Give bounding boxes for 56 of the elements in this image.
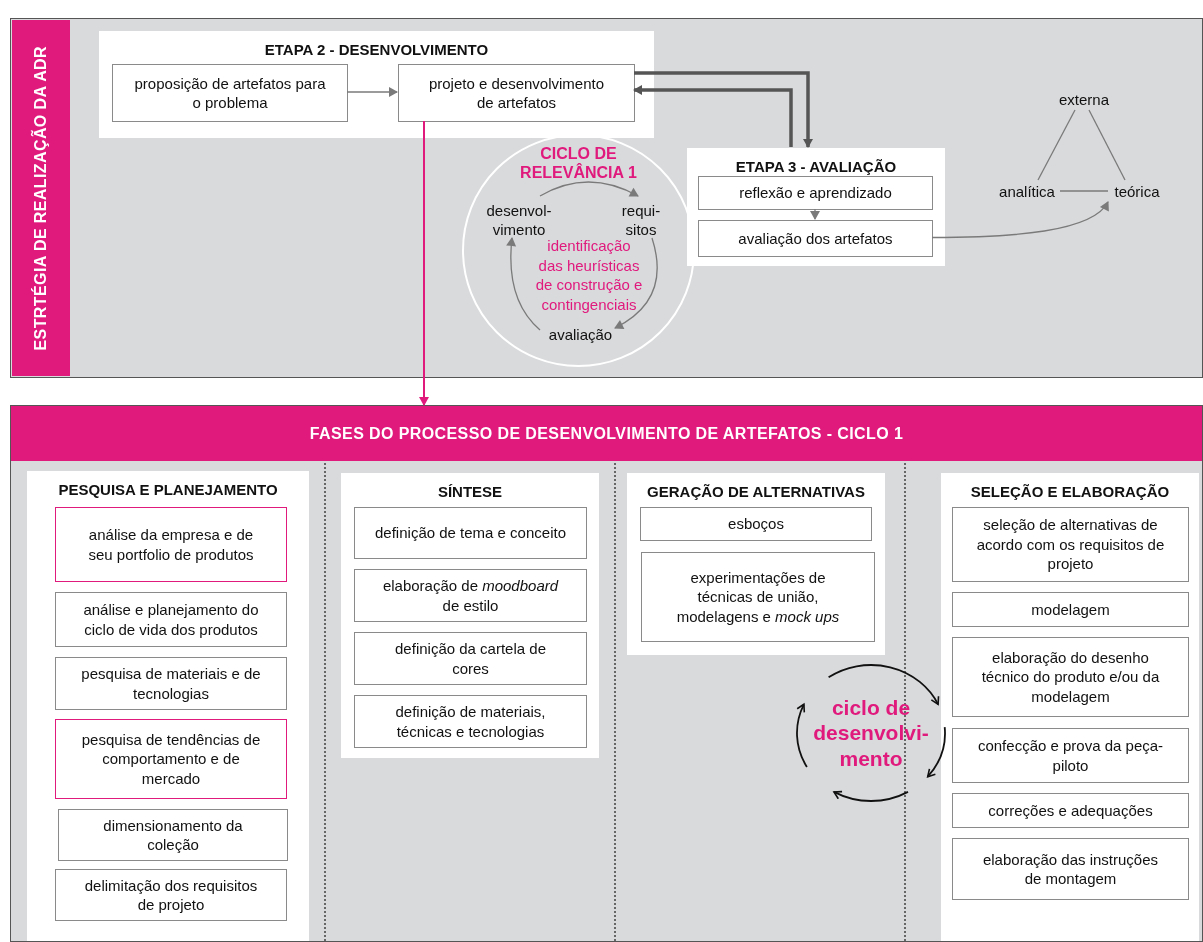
process-box: pesquisa de materiais e de tecnologias: [55, 657, 287, 710]
process-box: seleção de alternativas de acordo com os requisitos de projeto: [952, 507, 1189, 582]
evaluation-type-label: externa: [1054, 89, 1114, 111]
process-box: delimitação dos requisitos de projeto: [55, 869, 287, 921]
card-heading: ETAPA 3 - AVALIAÇÃO: [735, 157, 897, 177]
process-box: análise e planejamento do ciclo de vida dos produtos: [55, 592, 287, 647]
strategy-panel: [10, 18, 1203, 378]
process-box: elaboração de moodboard de estilo: [354, 569, 587, 622]
arrow: [633, 85, 793, 147]
connector-line: [1059, 190, 1109, 192]
stage-card: [99, 31, 654, 138]
process-box: definição de tema e conceito: [354, 507, 587, 559]
connector-line: [1037, 109, 1076, 181]
card-heading: GERAÇÃO DE ALTERNATIVAS: [647, 482, 865, 502]
stage-card: [27, 471, 309, 941]
arrow: [346, 87, 398, 97]
process-box: confecção e prova da peça-piloto: [952, 728, 1189, 783]
evaluation-type-label: teórica: [1109, 181, 1165, 203]
process-box: avaliação dos artefatos: [698, 220, 933, 257]
arrow: [931, 201, 1109, 239]
process-box: projeto e desenvolvimento de artefatos: [398, 64, 635, 122]
card-heading: PESQUISA E PLANEJAMENTO: [58, 480, 278, 500]
process-box: proposição de artefatos para o problema: [112, 64, 348, 122]
stage-card: [627, 473, 885, 655]
process-box: elaboração do desenho técnico do produto e/ou da modelagem: [952, 637, 1189, 717]
process-box: esboços: [640, 507, 872, 541]
process-box: correções e adequações: [952, 793, 1189, 828]
process-box: análise da empresa e de seu portfolio de produtos: [55, 507, 287, 582]
card-heading: SELEÇÃO E ELABORAÇÃO: [970, 482, 1170, 502]
connector-line: [1088, 109, 1126, 181]
process-box: dimensionamento da coleção: [58, 809, 288, 861]
phases-panel: [10, 405, 1203, 942]
cycle-label: ciclo de desenvolvi- mento: [812, 695, 930, 771]
process-box: reflexão e aprendizado: [698, 176, 933, 210]
process-box: modelagem: [952, 592, 1189, 627]
stage-card: [941, 473, 1199, 941]
process-box: definição de materiais, técnicas e tecnologias: [354, 695, 587, 748]
header-band: FASES DO PROCESSO DE DESENVOLVIMENTO DE ARTEFATOS - CICLO 1: [11, 406, 1202, 461]
card-heading: ETAPA 2 - DESENVOLVIMENTO: [264, 40, 489, 60]
arrow: [506, 237, 541, 331]
card-heading: SÍNTESE: [437, 482, 503, 502]
cycle-step-label: avaliação: [543, 323, 618, 347]
stage-card: [341, 473, 599, 758]
process-box: pesquisa de tendências de comportamento e de mercado: [55, 719, 287, 799]
side-band: ESTRTÉGIA DE REALIZAÇÃO DA ADR: [12, 20, 70, 376]
arrow: [810, 208, 820, 220]
process-box: experimentações de técnicas de união, modelagens e mock ups: [641, 552, 875, 642]
arrow: [539, 181, 639, 197]
arrow: [634, 71, 813, 148]
evaluation-type-label: analítica: [993, 181, 1061, 203]
process-box: elaboração das instruções de montagem: [952, 838, 1189, 900]
stage-card: [687, 148, 945, 266]
arrow: [614, 237, 658, 329]
arrow: [419, 120, 429, 406]
process-box: definição da cartela de cores: [354, 632, 587, 685]
cycle-title: CICLO DE RELEVÂNCIA 1: [519, 144, 638, 183]
